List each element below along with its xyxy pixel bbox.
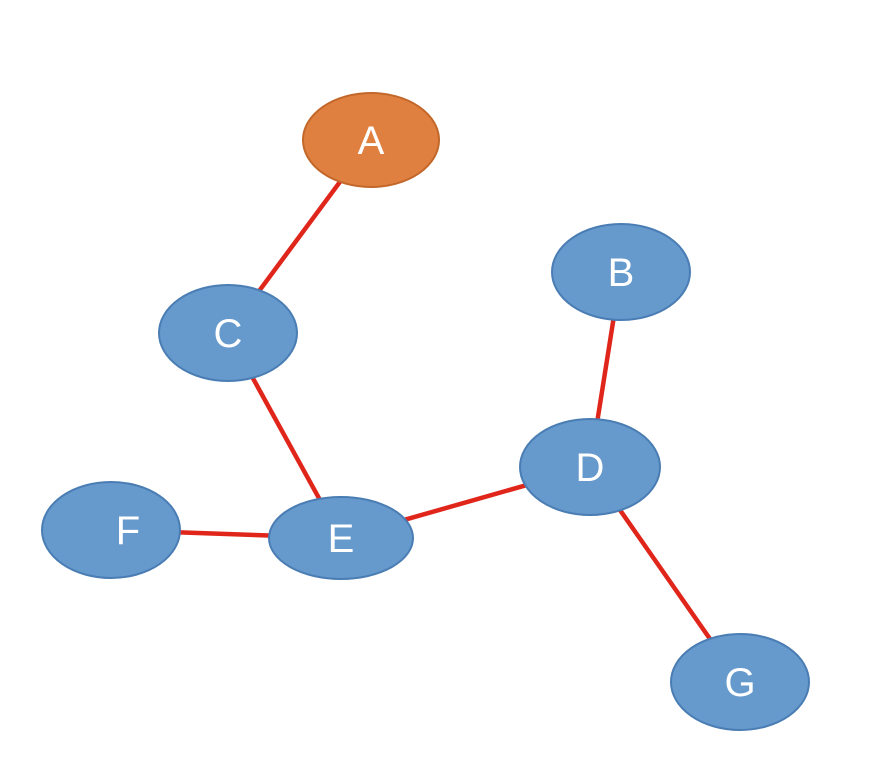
edge-c-e (250, 375, 322, 502)
node-e: E (268, 496, 414, 580)
node-b-label: B (608, 251, 635, 295)
edge-e-d (403, 483, 528, 522)
node-f-label: F (116, 509, 140, 553)
node-b: B (551, 223, 691, 321)
node-f: F (41, 481, 181, 579)
node-g-label: G (724, 661, 755, 705)
edge-f-e (177, 530, 272, 538)
node-c: C (158, 284, 298, 382)
node-c-label: C (214, 312, 243, 356)
edge-d-g (617, 508, 713, 642)
node-d: D (519, 418, 661, 516)
node-e-label: E (328, 517, 355, 561)
node-d-label: D (576, 446, 605, 490)
node-a-label: A (358, 119, 385, 163)
edge-a-c (257, 179, 343, 293)
edges-layer (177, 179, 713, 642)
node-a: A (302, 92, 440, 188)
edge-d-b (595, 317, 616, 422)
nodes-layer: A B C D E F G (41, 92, 810, 731)
node-g: G (670, 633, 810, 731)
